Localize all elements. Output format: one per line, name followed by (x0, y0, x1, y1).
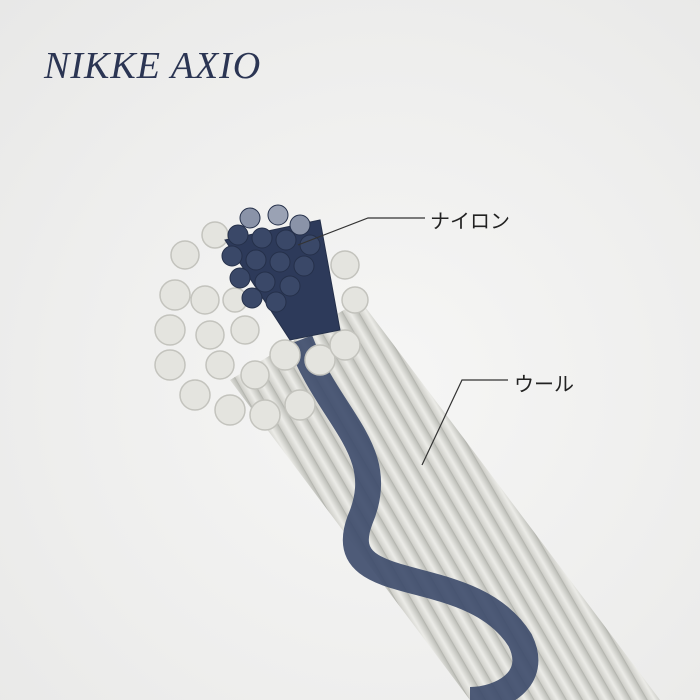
wool-fiber-ends (154, 221, 369, 431)
wool-leader-line (421, 379, 508, 466)
nylon-label: ナイロン (430, 209, 510, 233)
nylon-fiber-core (221, 204, 341, 341)
rope-body (230, 300, 660, 700)
nylon-strand (287, 335, 539, 700)
nylon-leader-line (297, 217, 425, 246)
wool-label: ウール (514, 372, 574, 396)
brand-logo: NIKKE AXIO (44, 45, 262, 87)
